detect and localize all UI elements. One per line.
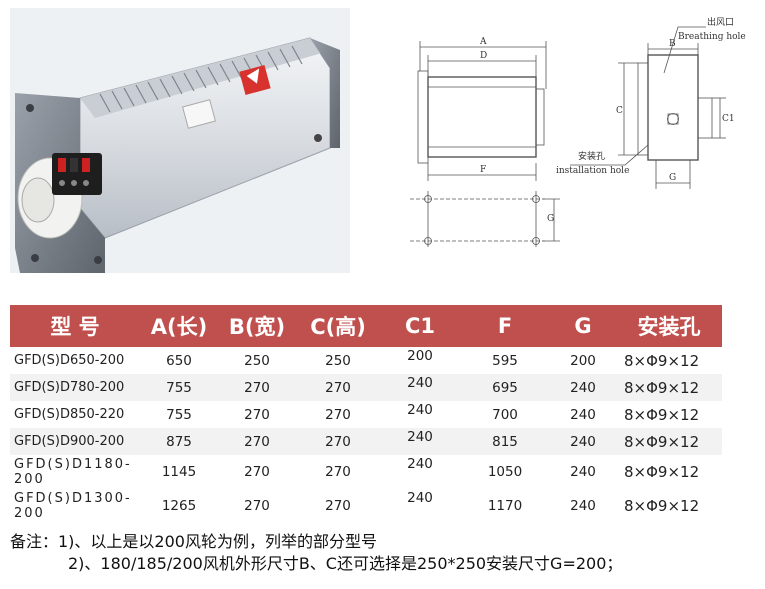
header-g: G — [550, 305, 616, 347]
table-row: GFD(S)D900-200 875 270 270 240 815 240 8… — [10, 428, 722, 455]
table-row: GFD(S)D1180-200 1145 270 270 240 1050 24… — [10, 455, 722, 489]
cell-c1: 240 — [380, 428, 460, 455]
cell-f: 700 — [492, 406, 518, 423]
dim-label-d: D — [480, 51, 487, 61]
cell-c: 270 — [296, 374, 380, 401]
cell-hole: 8×Φ9×12 — [624, 405, 700, 424]
note-line-1: 备注：1)、以上是以200风轮为例，列举的部分型号 — [10, 532, 377, 551]
install-label-en: installation hole — [556, 166, 629, 176]
cell-model: GFD(S)D780-200 — [10, 374, 140, 401]
cell-hole: 8×Φ9×12 — [616, 374, 722, 401]
cell-model: GFD(S)D900-200 — [10, 428, 140, 455]
header-a: A(长) — [140, 305, 218, 347]
dimension-drawing: A D F G B C C1 G 出风口 Breathing hole 安装孔 … — [410, 16, 746, 247]
cell-model: GFD(S)D850-220 — [14, 407, 125, 422]
cell-f: 815 — [460, 428, 550, 455]
cell-b: 250 — [244, 352, 270, 369]
cell-model: GFD(S)D650-200 — [14, 353, 125, 368]
notes: 备注：1)、以上是以200风轮为例，列举的部分型号 2)、180/185/200… — [10, 531, 750, 575]
dim-label-b: B — [669, 39, 676, 49]
header-hole: 安装孔 — [616, 305, 722, 347]
dim-label-g-side: G — [669, 173, 676, 183]
cell-b: 270 — [244, 406, 270, 423]
table-row: GFD(S)D650-200 650 250 250 200 595 200 8… — [10, 347, 722, 374]
cell-g: 240 — [550, 428, 616, 455]
product-photo — [10, 8, 350, 273]
cell-c: 270 — [325, 498, 351, 514]
cell-c1: 240 — [407, 402, 433, 418]
dim-label-c: C — [616, 106, 623, 116]
cell-c: 270 — [325, 406, 351, 423]
cell-a: 650 — [166, 352, 192, 369]
dim-label-g-bottom: G — [547, 214, 554, 224]
cell-f: 595 — [492, 352, 518, 369]
header-f: F — [460, 305, 550, 347]
cell-c1: 240 — [380, 374, 460, 401]
table-header-row: 型 号 A(长) B(宽) C(高) C1 F G 安装孔 — [10, 305, 722, 347]
header-model: 型 号 — [10, 305, 140, 347]
cell-hole: 8×Φ9×12 — [624, 463, 700, 481]
cell-model: GFD(S)D1180-200 — [14, 457, 132, 487]
dim-label-c1: C1 — [722, 114, 735, 124]
cell-f: 1050 — [487, 464, 523, 480]
cell-model: GFD(S)D1300-200 — [14, 491, 132, 521]
table-row: GFD(S)D850-220 755 270 270 240 700 240 8… — [10, 401, 722, 428]
header-b: B(宽) — [218, 305, 296, 347]
cell-c: 270 — [325, 464, 351, 480]
cell-hole: 8×Φ9×12 — [624, 497, 700, 515]
cell-b: 270 — [244, 464, 270, 480]
dim-label-a: A — [479, 37, 487, 47]
dim-label-f: F — [480, 165, 486, 175]
cell-a: 755 — [140, 374, 218, 401]
cell-a: 1145 — [161, 464, 197, 480]
cell-f: 1170 — [487, 498, 523, 514]
outlet-label-cn: 出风口 — [707, 16, 734, 28]
cell-b: 270 — [218, 428, 296, 455]
cell-b: 270 — [218, 374, 296, 401]
note-line-2: 2)、180/185/200风机外形尺寸B、C还可选择是250*250安装尺寸G… — [68, 554, 623, 573]
header-c1: C1 — [380, 305, 460, 347]
cell-c: 250 — [325, 352, 351, 369]
cell-g: 200 — [570, 352, 596, 369]
cell-c1: 240 — [407, 490, 433, 506]
cell-c1: 240 — [407, 456, 433, 472]
cell-b: 270 — [244, 498, 270, 514]
cell-a: 1265 — [161, 498, 197, 514]
cell-hole: 8×Φ9×12 — [616, 428, 722, 455]
cell-g: 240 — [570, 498, 596, 514]
cell-g: 240 — [570, 464, 596, 480]
install-label-cn: 安装孔 — [578, 150, 605, 162]
table-row: GFD(S)D1300-200 1265 270 270 240 1170 24… — [10, 489, 722, 523]
cell-hole: 8×Φ9×12 — [624, 351, 700, 370]
cell-a: 875 — [140, 428, 218, 455]
cell-c: 270 — [296, 428, 380, 455]
cell-g: 240 — [570, 406, 596, 423]
spec-table: 型 号 A(长) B(宽) C(高) C1 F G 安装孔 GFD(S)D650… — [10, 305, 722, 523]
cell-g: 240 — [550, 374, 616, 401]
header-c: C(高) — [296, 305, 380, 347]
outlet-label-en: Breathing hole — [678, 32, 746, 42]
cell-a: 755 — [166, 406, 192, 423]
cell-f: 695 — [460, 374, 550, 401]
cell-c1: 200 — [407, 348, 433, 364]
table-row: GFD(S)D780-200 755 270 270 240 695 240 8… — [10, 374, 722, 401]
